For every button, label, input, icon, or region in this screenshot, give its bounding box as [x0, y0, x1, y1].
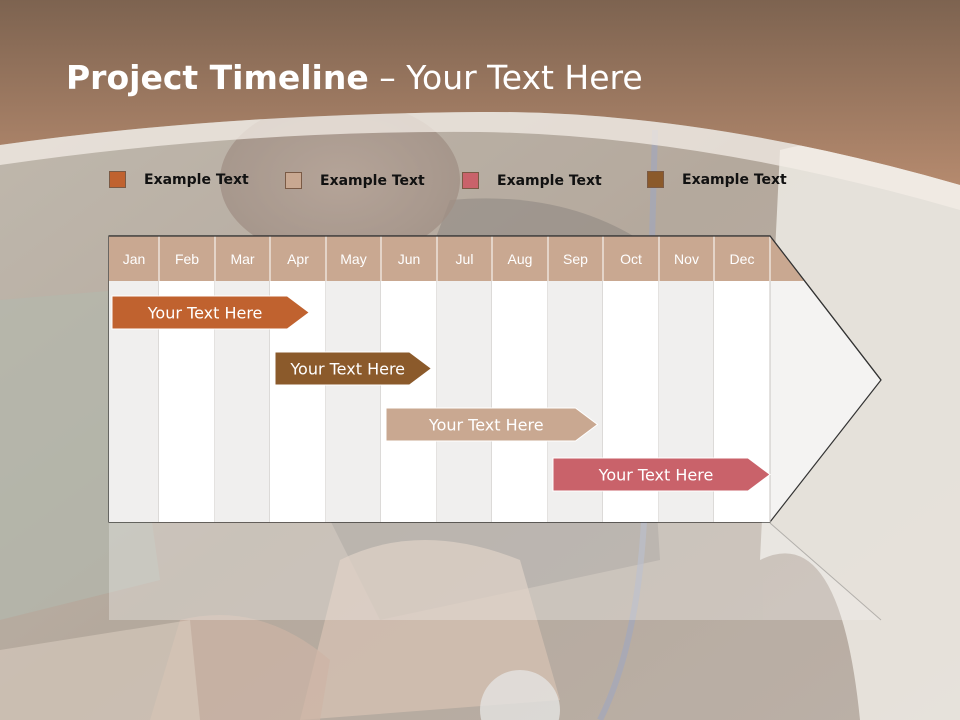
- month-header-row: Jan Feb Mar Apr May Jun Jul Aug Sep Oct Nov Dec: [109, 235, 882, 381]
- title-main: Project Timeline: [66, 58, 369, 97]
- arrow-reflection: [109, 522, 882, 621]
- task-label: Your Text Here: [147, 304, 263, 323]
- month-label-mar: Mar: [230, 251, 254, 267]
- month-label-jul: Jul: [456, 251, 474, 267]
- month-label-jun: Jun: [398, 251, 421, 267]
- month-label-apr: Apr: [287, 251, 309, 267]
- month-label-oct: Oct: [620, 251, 642, 267]
- legend-label-4: Example Text: [682, 171, 787, 188]
- legend-swatch-3: [462, 172, 479, 189]
- page-title: Project Timeline – Your Text Here: [66, 58, 643, 97]
- legend-label-3: Example Text: [497, 172, 602, 189]
- month-label-sep: Sep: [563, 251, 588, 267]
- task-bar-4: Your Text Here: [552, 457, 771, 492]
- month-column-may: [326, 281, 381, 522]
- legend-label-2: Example Text: [320, 172, 425, 189]
- month-label-jan: Jan: [123, 251, 146, 267]
- title-subtitle: – Your Text Here: [368, 58, 643, 97]
- month-column-aug: [492, 281, 548, 522]
- month-label-nov: Nov: [674, 251, 699, 267]
- legend-swatch-2: [285, 172, 302, 189]
- task-arrow-shape: [274, 351, 433, 386]
- legend-item-1: Example Text: [109, 171, 249, 188]
- task-label: Your Text Here: [289, 360, 405, 379]
- legend-item-2: Example Text: [285, 172, 425, 189]
- task-arrow-shape: [552, 457, 771, 492]
- task-label: Your Text Here: [428, 416, 544, 435]
- month-label-dec: Dec: [730, 251, 755, 267]
- task-label: Your Text Here: [598, 466, 714, 485]
- month-column-jun: [381, 281, 437, 522]
- legend-item-3: Example Text: [462, 172, 602, 189]
- legend-label-1: Example Text: [144, 171, 249, 188]
- task-bar-2: Your Text Here: [274, 351, 433, 386]
- month-label-aug: Aug: [508, 251, 533, 267]
- legend-swatch-4: [647, 171, 664, 188]
- task-arrow-shape: [385, 407, 599, 442]
- legend-swatch-1: [109, 171, 126, 188]
- month-header-band: [109, 236, 804, 281]
- month-label-may: May: [340, 251, 366, 267]
- legend-item-4: Example Text: [647, 171, 787, 188]
- task-arrow-shape: [111, 295, 311, 330]
- month-column-jul: [437, 281, 492, 522]
- month-label-feb: Feb: [175, 251, 199, 267]
- task-bar-1: Your Text Here: [111, 295, 311, 330]
- arrow-outline-top: [109, 235, 882, 381]
- task-bar-3: Your Text Here: [385, 407, 599, 442]
